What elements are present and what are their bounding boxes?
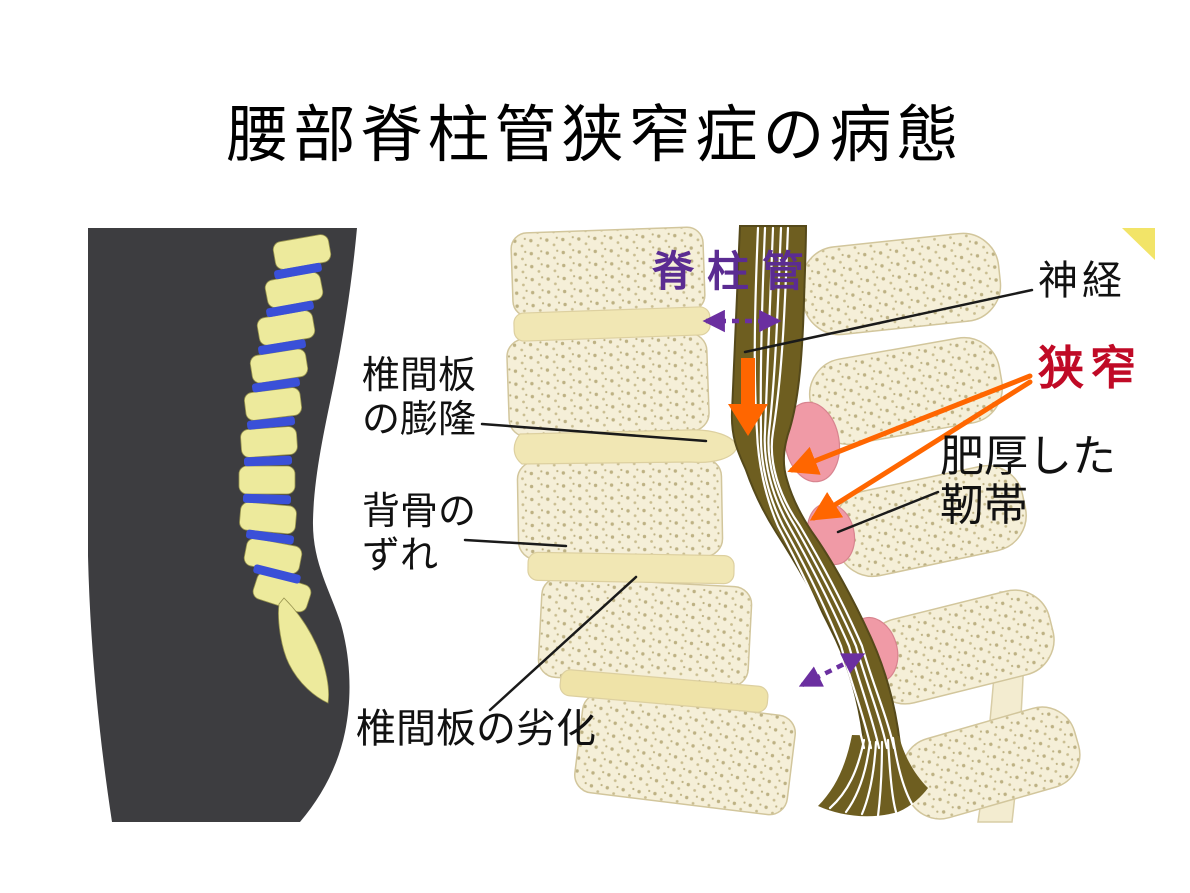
intervertebral-disc — [513, 306, 711, 342]
vertebra — [238, 465, 296, 495]
degenerated-disc — [559, 669, 769, 713]
nerve-label: 神経 — [1038, 259, 1126, 303]
spine-in-silhouette — [238, 234, 332, 704]
disc — [242, 493, 292, 505]
vertebral-body — [506, 332, 710, 438]
leader-line-disc-bulge — [480, 422, 708, 443]
body-silhouette — [88, 228, 357, 822]
spinal-canal-label: 脊柱管 — [652, 248, 818, 295]
thickened-ligament-label: 肥厚した 靭帯 — [940, 432, 1116, 531]
disc — [258, 339, 306, 355]
disc-degeneration-label: 椎間板の劣化 — [356, 707, 596, 751]
disc — [246, 416, 296, 430]
disc-bulge-label: 椎間板 の膨隆 — [362, 355, 477, 442]
stenosis-down-arrow — [728, 358, 768, 436]
spine-section — [506, 225, 1155, 823]
disc — [253, 564, 301, 584]
fan-fiber — [828, 738, 866, 810]
fan-fiber — [886, 738, 898, 814]
canal-width-arrow-bottom — [798, 652, 866, 688]
intervertebral-disc — [527, 551, 735, 585]
fan-fiber — [844, 740, 872, 814]
stenosis-pointer-upper — [787, 373, 1033, 475]
posterior-bone — [800, 232, 1002, 336]
stenosis-pointer-lower — [809, 379, 1033, 521]
leader-line-disc-degeneration — [488, 575, 638, 712]
disc — [266, 300, 314, 318]
corner-fragment — [1122, 228, 1155, 260]
sacrum — [278, 597, 329, 704]
fan-fiber — [860, 740, 878, 816]
body-outline — [88, 228, 357, 822]
silhouette-discs — [242, 262, 322, 584]
page-title: 腰部脊柱管狭窄症の病態 — [226, 101, 964, 170]
disc — [245, 529, 295, 545]
vertebra — [240, 426, 298, 458]
leader-line-ligament — [836, 490, 940, 534]
stenosis-label: 狭窄 — [1038, 342, 1142, 394]
fan-fiber — [891, 736, 914, 806]
annotations — [463, 288, 1034, 712]
fan-fiber — [876, 740, 884, 818]
disc — [274, 262, 322, 280]
disc — [251, 377, 301, 393]
leader-line-vertebral-slip — [463, 538, 568, 548]
vertebral-slip-label: 背骨の ずれ — [362, 491, 477, 578]
vertebra — [239, 501, 297, 535]
leader-line-nerve — [743, 288, 1034, 354]
disc — [243, 455, 293, 467]
